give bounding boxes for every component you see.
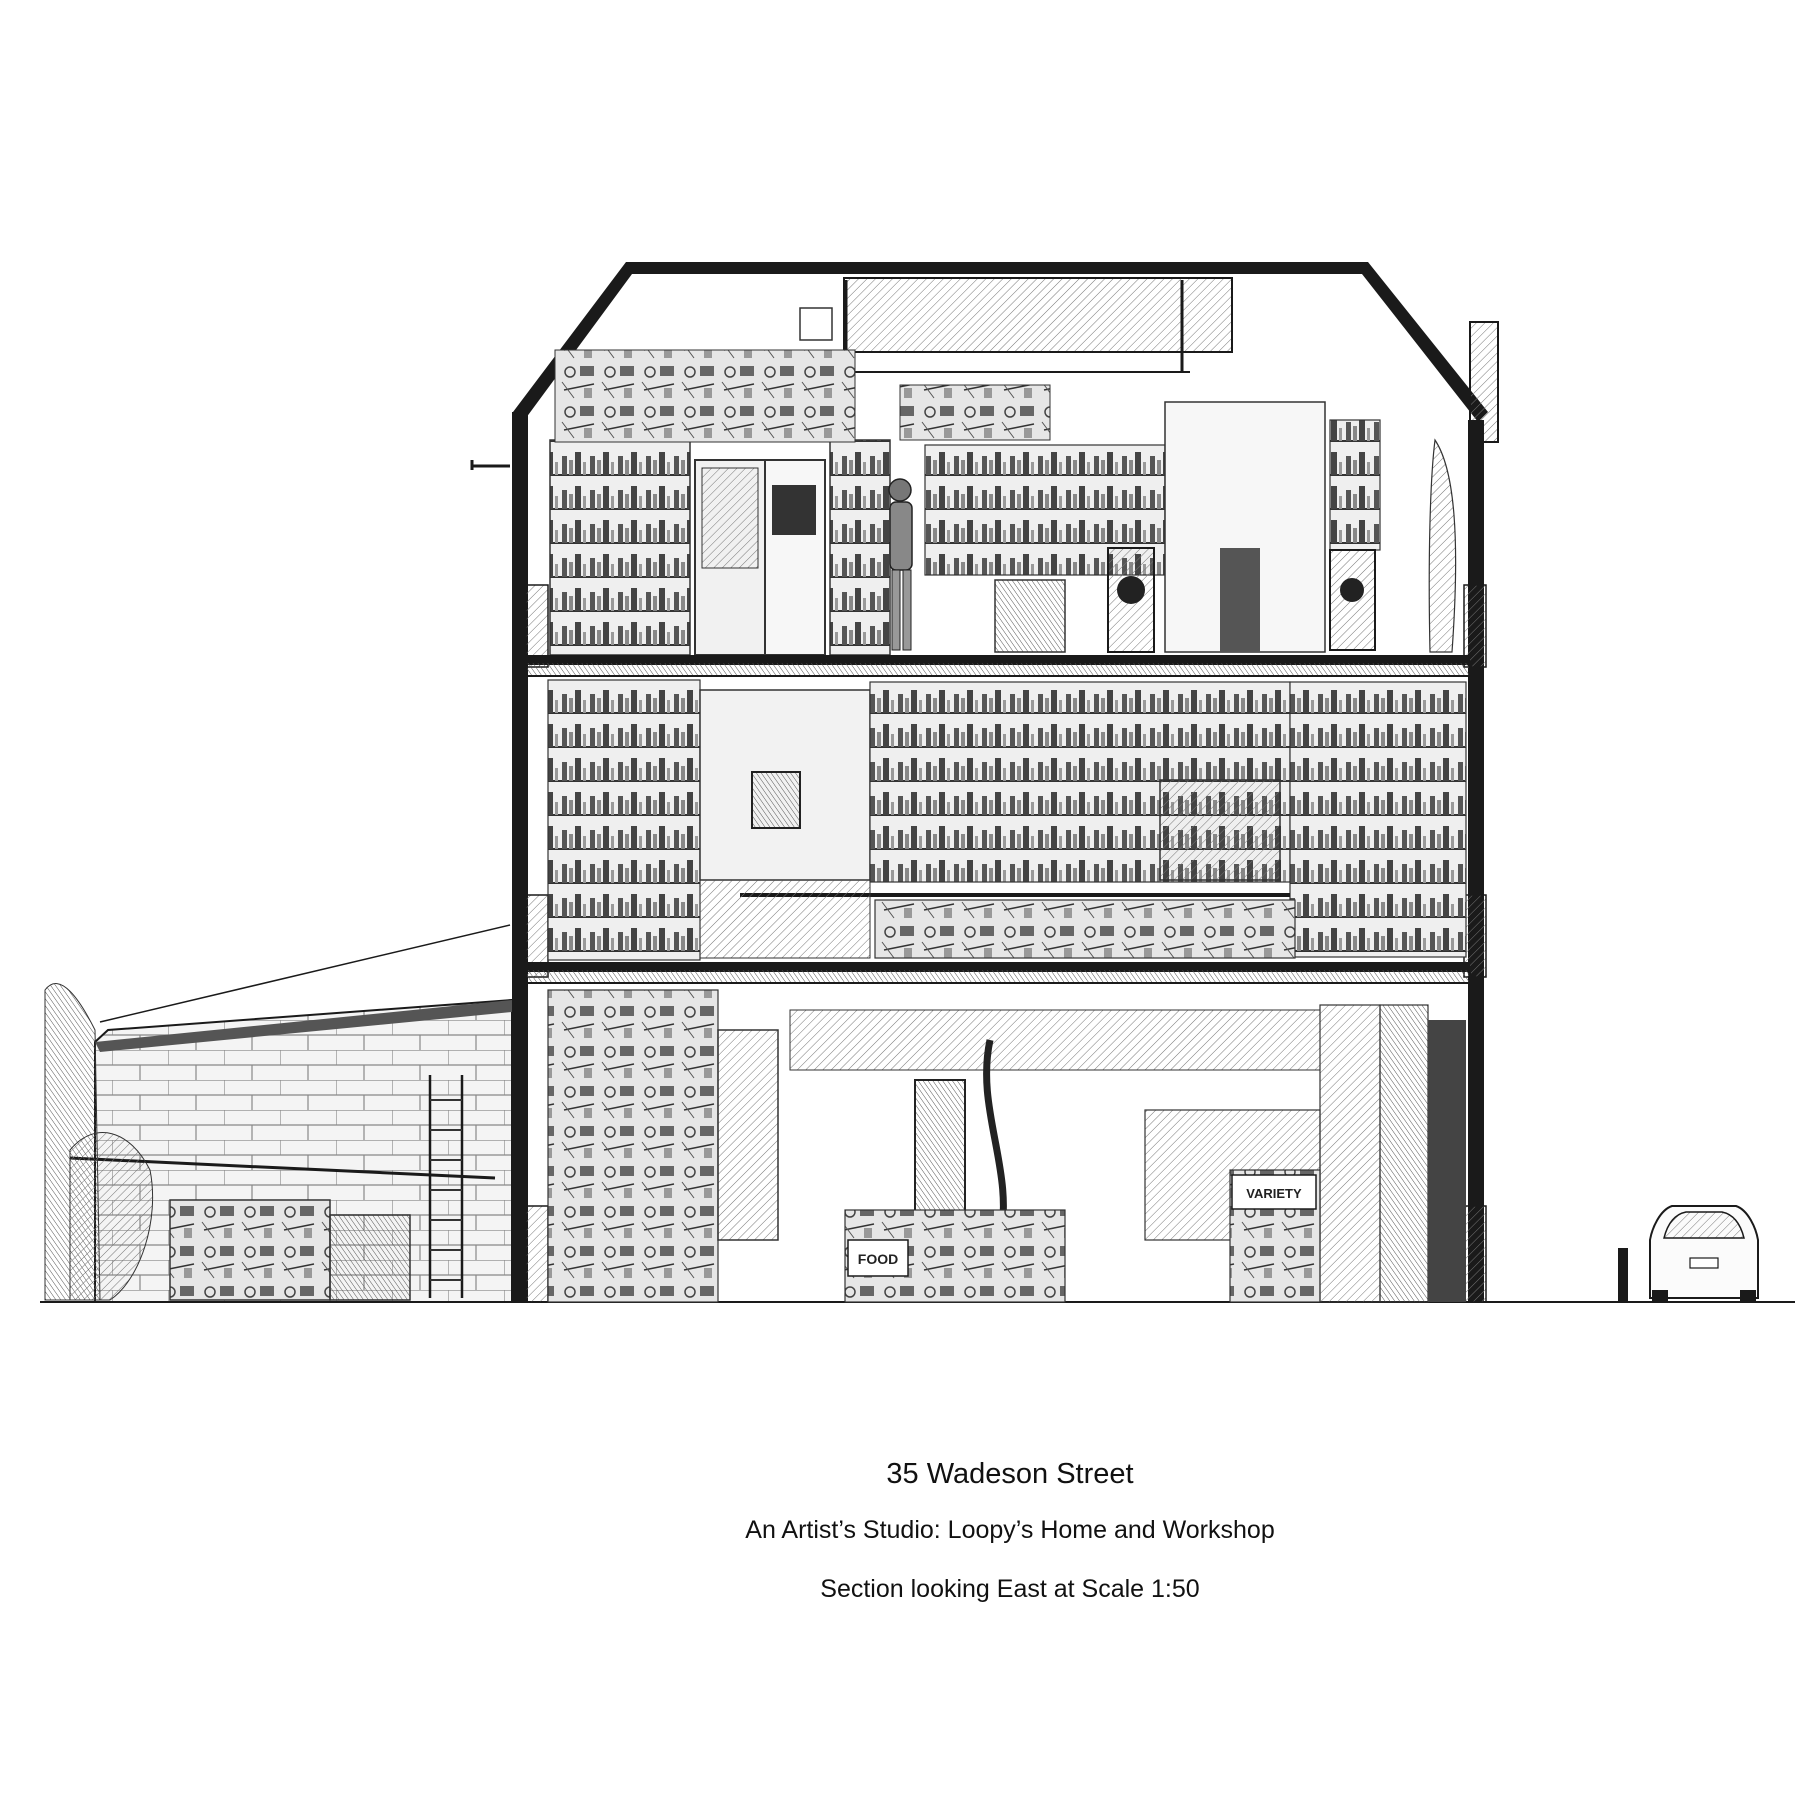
drawing-title: 35 Wadeson Street	[886, 1458, 1134, 1490]
food-sign	[847, 1239, 909, 1277]
ladder	[428, 1075, 464, 1298]
ground-floor-workshop: FOOD VARIETY	[547, 989, 1466, 1303]
middle-floor-workshop	[547, 679, 1467, 961]
neighbouring-shed	[44, 924, 513, 1303]
left-wall	[512, 412, 528, 1302]
parked-car-drawing	[1618, 1205, 1759, 1302]
lower-floor-slab	[526, 962, 1470, 972]
standing-figure	[888, 478, 913, 651]
variety-sign	[1231, 1174, 1317, 1210]
food-sign-text: FOOD	[858, 1251, 898, 1267]
roof-void-hatch	[843, 277, 1233, 353]
top-floor-living-space	[549, 349, 1457, 656]
drawing-scale-note: Section looking East at Scale 1:50	[820, 1575, 1200, 1603]
variety-sign-text: VARIETY	[1246, 1186, 1302, 1201]
gutter-bracket	[470, 460, 510, 470]
upper-floor-slab	[526, 655, 1470, 665]
drawing-subtitle: An Artist’s Studio: Loopy’s Home and Wor…	[745, 1516, 1275, 1544]
right-wall	[1468, 420, 1484, 1302]
main-building: FOOD VARIETY	[512, 262, 1499, 1303]
